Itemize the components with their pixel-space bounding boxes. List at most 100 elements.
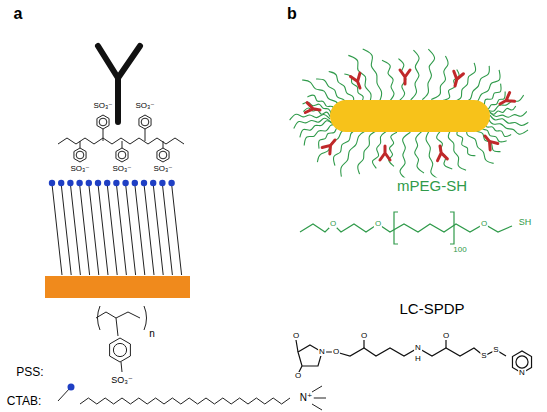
structure-stroke	[461, 66, 490, 102]
structure-stroke	[400, 132, 410, 179]
structure-stroke	[348, 55, 371, 103]
structure-label: LC-SPDP	[398, 301, 465, 316]
structure-stroke	[97, 115, 109, 129]
structure-stroke	[341, 131, 367, 177]
structure-stroke	[486, 95, 523, 111]
structure-stroke	[135, 184, 145, 275]
structure-stroke	[104, 180, 110, 186]
structure-label: S	[480, 352, 487, 360]
structure-label: SH	[518, 218, 533, 227]
antibodies	[305, 70, 514, 161]
structure-label: O	[442, 332, 450, 340]
structure-stroke	[470, 70, 500, 104]
nanorod-illustration	[290, 49, 529, 179]
structure-label: PSS:	[15, 366, 44, 378]
structure-stroke	[294, 118, 332, 128]
structure-label: O	[329, 220, 337, 228]
structure-stroke	[116, 184, 126, 275]
structure-label: O	[374, 220, 382, 228]
structure-label: O	[332, 348, 340, 356]
structure-stroke	[76, 180, 82, 186]
structure-stroke	[126, 184, 136, 275]
structure-stroke	[380, 146, 390, 160]
structure-stroke	[488, 118, 528, 134]
structure-stroke	[113, 180, 119, 186]
structure-stroke	[139, 115, 151, 129]
structure-label: n	[148, 329, 156, 339]
structure-stroke	[305, 103, 321, 115]
structure-stroke	[516, 356, 528, 368]
structure-label: N	[518, 369, 526, 377]
structure-label: N	[318, 348, 326, 356]
structure-stroke	[400, 70, 410, 84]
structure-stroke	[103, 129, 104, 141]
structure-stroke	[113, 343, 126, 356]
structure-stroke	[435, 145, 447, 161]
structure-stroke	[163, 141, 164, 148]
structure-stroke	[132, 180, 138, 186]
structure-stroke	[450, 71, 463, 87]
structure-stroke	[296, 340, 302, 374]
structure-stroke	[99, 118, 107, 126]
structure-label: N	[414, 344, 422, 352]
antibody	[98, 46, 140, 122]
structure-stroke	[98, 306, 147, 330]
structure-stroke	[80, 184, 90, 275]
surface-illustration	[45, 46, 190, 298]
structure-label: SO₃⁻	[92, 102, 113, 110]
gold-substrate	[45, 276, 190, 298]
structure-stroke	[89, 184, 99, 275]
structure-stroke	[303, 102, 332, 115]
structure-label: O	[480, 220, 488, 228]
structure-label: 100	[452, 246, 467, 254]
structure-stroke	[498, 93, 515, 109]
ctab-layer	[49, 180, 182, 275]
structure-label: SO₃⁻	[134, 102, 155, 110]
structure-stroke	[118, 151, 126, 159]
structure-stroke	[141, 180, 147, 186]
structure-stroke	[76, 151, 84, 159]
structure-stroke	[74, 148, 86, 162]
pss-layer	[58, 115, 184, 162]
structure-stroke	[431, 56, 448, 99]
structure-stroke	[394, 212, 454, 244]
structure-stroke	[58, 138, 184, 144]
structure-stroke	[80, 398, 290, 404]
structure-stroke	[157, 148, 169, 162]
pss-structure	[96, 306, 147, 372]
structure-stroke	[67, 180, 73, 186]
structure-stroke	[153, 184, 163, 275]
structure-stroke	[159, 151, 167, 159]
structure-stroke	[358, 131, 376, 174]
structure-stroke	[290, 114, 330, 120]
structure-stroke	[159, 180, 165, 186]
structure-label: SO₃⁻	[111, 165, 132, 173]
structure-stroke	[448, 128, 466, 170]
structure-stroke	[121, 362, 122, 372]
spdp-structure	[296, 338, 532, 374]
structure-stroke	[144, 184, 154, 275]
structure-stroke	[58, 388, 70, 401]
panel-letter: b	[286, 6, 298, 22]
structure-stroke	[116, 318, 118, 336]
structure-stroke	[49, 180, 55, 186]
structure-stroke	[411, 50, 419, 100]
structure-stroke	[317, 129, 351, 162]
structure-stroke	[110, 338, 131, 362]
structure-stroke	[426, 131, 439, 179]
structure-stroke	[122, 180, 128, 186]
structure-stroke	[172, 184, 182, 275]
ctab-structure	[58, 384, 326, 411]
structure-stroke	[70, 184, 80, 275]
structure-stroke	[96, 312, 140, 318]
structure-stroke	[86, 180, 92, 186]
structure-stroke	[415, 132, 424, 173]
structure-stroke	[107, 184, 117, 275]
structure-stroke	[141, 118, 149, 126]
structure-stroke	[98, 184, 108, 275]
structure-label: H	[414, 355, 422, 363]
structure-stroke	[382, 60, 394, 101]
structure-stroke	[489, 106, 516, 114]
structure-stroke	[422, 49, 434, 99]
structure-stroke	[80, 141, 81, 148]
